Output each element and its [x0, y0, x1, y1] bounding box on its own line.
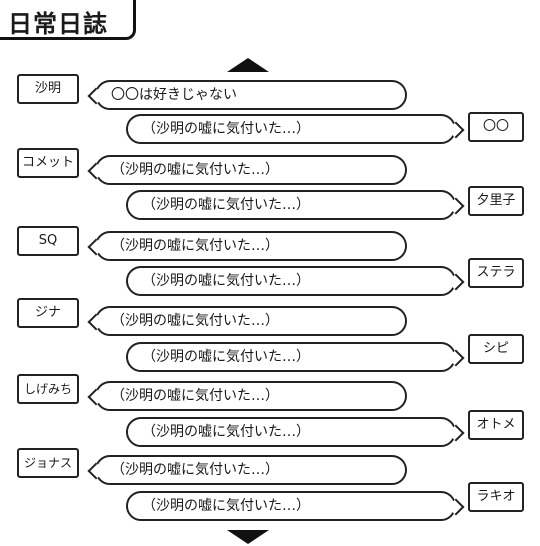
speaker-name: SQ — [17, 226, 79, 256]
speech-bubble: 〇〇は好きじゃない — [95, 80, 407, 110]
log-title: 日常日誌 — [8, 10, 108, 38]
speech-bubble: （沙明の嘘に気付いた…） — [126, 417, 456, 447]
speech-bubble: （沙明の嘘に気付いた…） — [95, 155, 407, 185]
speaker-name: しげみち — [17, 374, 79, 404]
scroll-up-arrow-icon[interactable] — [227, 58, 269, 72]
speech-bubble: （沙明の嘘に気付いた…） — [126, 491, 456, 521]
speaker-name: ジナ — [17, 298, 79, 328]
speaker-name: 沙明 — [17, 74, 79, 104]
speech-bubble: （沙明の嘘に気付いた…） — [126, 342, 456, 372]
speech-bubble: （沙明の嘘に気付いた…） — [95, 306, 407, 336]
speaker-name: コメット — [17, 148, 79, 178]
speaker-name: オトメ — [468, 410, 524, 440]
speaker-name: 〇〇 — [468, 112, 524, 142]
speaker-name: ステラ — [468, 258, 524, 288]
speech-bubble: （沙明の嘘に気付いた…） — [95, 455, 407, 485]
speech-bubble: （沙明の嘘に気付いた…） — [126, 114, 456, 144]
speech-bubble: （沙明の嘘に気付いた…） — [95, 381, 407, 411]
speech-bubble: （沙明の嘘に気付いた…） — [95, 231, 407, 261]
speech-bubble: （沙明の嘘に気付いた…） — [126, 266, 456, 296]
speaker-name: ラキオ — [468, 482, 524, 512]
scroll-down-arrow-icon[interactable] — [227, 530, 269, 544]
speaker-name: ジョナス — [17, 448, 79, 478]
speaker-name: シピ — [468, 334, 524, 364]
speech-bubble: （沙明の嘘に気付いた…） — [126, 190, 456, 220]
log-title-tab: 日常日誌 — [0, 0, 136, 40]
speaker-name: 夕里子 — [468, 186, 524, 216]
